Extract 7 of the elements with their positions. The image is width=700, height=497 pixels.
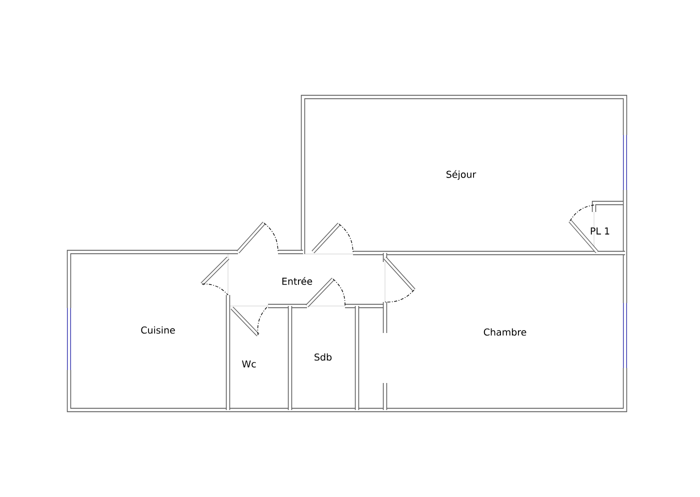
room-label: Wc — [242, 360, 256, 368]
room-label: Chambre — [484, 328, 526, 336]
room-label: Entrée — [282, 277, 312, 285]
room-label: Cuisine — [141, 326, 175, 334]
room-label: PL 1 — [590, 228, 610, 234]
room-label: Séjour — [446, 170, 476, 180]
room-label: Sdb — [314, 353, 332, 361]
